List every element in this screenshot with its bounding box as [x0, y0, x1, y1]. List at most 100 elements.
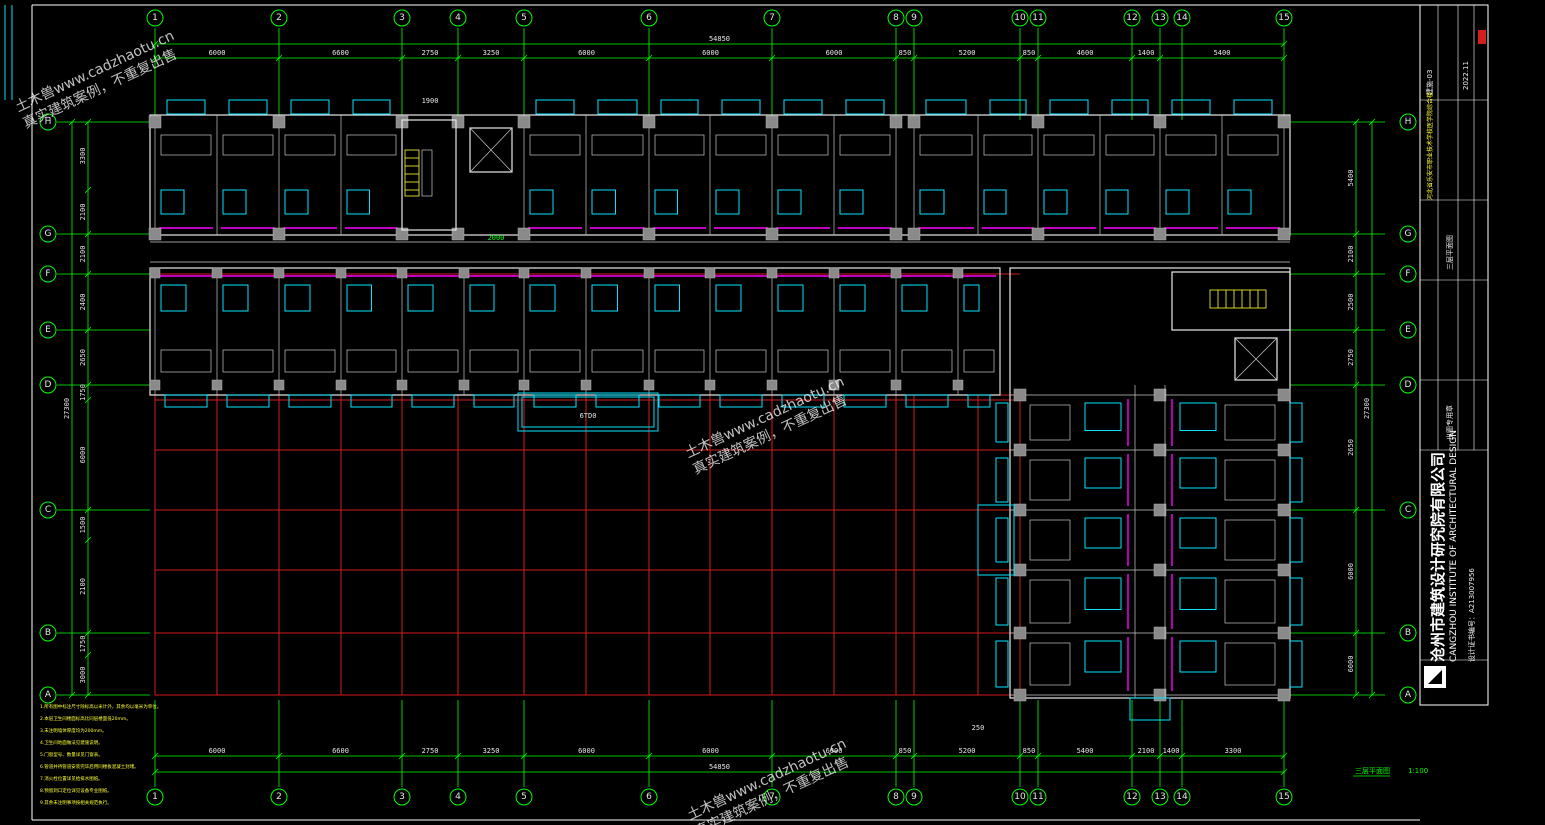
dim-bottom-text: 1400 [1163, 747, 1180, 755]
dim-right-text: 2650 [1347, 439, 1355, 456]
dim-bottom-tick [1280, 752, 1288, 760]
axis-label-y: D [1405, 380, 1412, 390]
desk-row [160, 349, 212, 373]
axis-bubble [887, 9, 905, 27]
column [704, 267, 716, 279]
axis-bubble [1173, 788, 1191, 806]
window-south [595, 394, 640, 408]
desk-row [715, 134, 767, 156]
window-south [411, 394, 455, 408]
axis-bubble [1275, 788, 1293, 806]
desk-row [1029, 459, 1071, 501]
window-north [989, 99, 1027, 115]
company-name-cn: 沧州市建筑设计研究院有限公司 [1429, 452, 1447, 662]
bathroom-fixture [529, 284, 556, 312]
dim-right-text: 2750 [1347, 349, 1355, 366]
dim-left-overall-tick [68, 691, 76, 699]
axis-label-y: B [1405, 628, 1411, 638]
bathroom-fixture [591, 284, 618, 312]
dim-left-overall-tick [68, 118, 76, 126]
dim-bottom-tick [1034, 752, 1042, 760]
dim-top-tick [1128, 54, 1136, 62]
column [1277, 227, 1291, 241]
bathroom-fixture [901, 284, 928, 312]
desk-row [222, 134, 274, 156]
desk-row [839, 349, 891, 373]
dim-bottom-text: 6000 [578, 747, 595, 755]
column [211, 379, 223, 391]
desk-row [901, 349, 953, 373]
dim-top-tick [151, 54, 159, 62]
column [1277, 688, 1291, 702]
dim-bottom-text: 3250 [483, 747, 500, 755]
plan-title: 三层平面图 [1355, 767, 1390, 775]
axis-bubble [1123, 788, 1141, 806]
window-west [995, 457, 1009, 503]
axis-label-y: G [1405, 229, 1412, 239]
entrance-canopy [1129, 697, 1171, 721]
axis-label-y: F [45, 269, 50, 279]
desk-row [1165, 134, 1217, 156]
dim-left-text: 1500 [79, 517, 87, 534]
axis-bubble [39, 321, 57, 339]
window-south [905, 394, 949, 408]
dim-left-text: 2400 [79, 294, 87, 311]
axis-bubble [1399, 376, 1417, 394]
window-south [843, 394, 887, 408]
axis-label-x: 8 [893, 792, 899, 802]
axis-bubble [146, 788, 164, 806]
dim-right-tick [1352, 691, 1360, 699]
axis-label-x: 12 [1126, 792, 1137, 802]
axis-label-x: 13 [1154, 13, 1165, 23]
column [1153, 503, 1167, 517]
column [643, 379, 655, 391]
column [580, 267, 592, 279]
window-south [719, 394, 763, 408]
dim-bottom-tick [1128, 752, 1136, 760]
window-west [995, 577, 1009, 626]
column [1153, 688, 1167, 702]
bathroom-fixture [919, 189, 945, 215]
drawing-border [4, 4, 1420, 821]
dim-right-text: 5400 [1347, 170, 1355, 187]
column [518, 267, 530, 279]
bathroom-fixture [469, 284, 495, 312]
dim-top-tick [1156, 54, 1164, 62]
stair-left: 1900 [401, 97, 457, 231]
bathroom-fixture [715, 284, 742, 312]
north-wing-outline [149, 114, 1291, 236]
desk-row [1224, 519, 1276, 561]
dim-right-tick [1352, 270, 1360, 278]
desk-row [529, 134, 581, 156]
dim-bottom-tick [1178, 752, 1186, 760]
axis-label-y: A [1405, 690, 1412, 700]
elevator-shaft [469, 127, 513, 173]
axis-label-x: 6 [646, 13, 652, 23]
axis-label-x: 2 [276, 13, 282, 23]
desk-row [839, 134, 891, 156]
column [952, 267, 964, 279]
column [1013, 688, 1027, 702]
dim-left-text: 1750 [79, 384, 87, 401]
column [273, 267, 285, 279]
column [458, 379, 470, 391]
tb-date: 2022.11 [1462, 61, 1470, 90]
dim-top-text: 6600 [332, 49, 349, 57]
dim-top-text: 850 [1023, 49, 1036, 57]
desk-row [1043, 134, 1095, 156]
dim-right-overall-text: 27300 [1363, 398, 1371, 419]
axis-label-x: 13 [1154, 792, 1165, 802]
dim-right-tick [1352, 326, 1360, 334]
desk-row [654, 134, 705, 156]
axis-label-x: 11 [1032, 792, 1043, 802]
bathroom-fixture [963, 284, 980, 312]
desk-row [1224, 459, 1276, 501]
bay-window-east [977, 504, 1015, 576]
axis-bubble [1399, 225, 1417, 243]
axis-bubble [1275, 9, 1293, 27]
note-line: 2.本层卫生间楼面标高比同层楼面低20mm。 [40, 715, 131, 722]
bay-window-label: 6TD0 [580, 412, 597, 420]
column [890, 267, 902, 279]
axis-bubble [270, 788, 288, 806]
dim-top-tick [398, 54, 406, 62]
